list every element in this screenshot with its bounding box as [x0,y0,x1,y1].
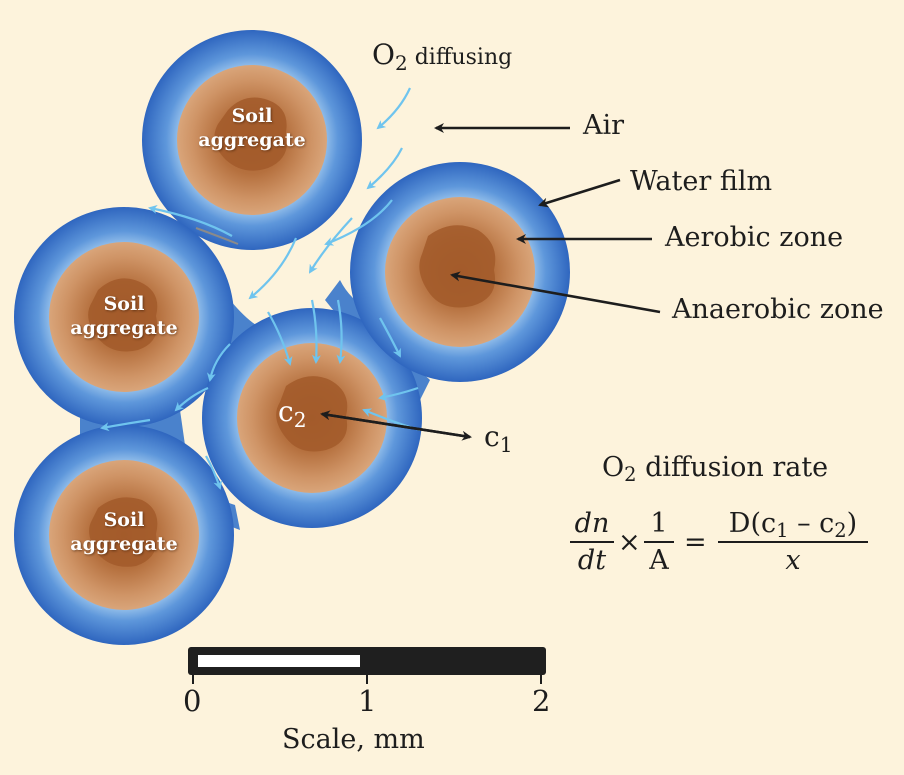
formula-rhs-fraction: D(c1 – c2) x [718,508,868,576]
aggregate-label-bottom: Soil aggregate [44,508,204,556]
scale-bar [188,647,546,675]
formula-times: × [618,527,641,558]
c1-c2-double-arrow [320,410,472,441]
c2-label: c2 [278,395,307,432]
scale-ticks [192,675,542,684]
aggregate-label-middle: Soil aggregate [44,292,204,340]
aggregate-label-line2: aggregate [198,129,306,151]
scale-caption: Scale, mm [282,724,425,755]
scale-tick-1: 1 [358,684,377,718]
anaerobic-zone-label: Anaerobic zone [672,294,884,325]
formula-title: O2 diffusion rate [602,452,829,487]
formula-equals: = [684,527,707,558]
aggregate-label-line2: aggregate [70,317,178,339]
aggregate-label-line1: Soil [103,509,145,531]
aggregate-label-line1: Soil [231,105,273,127]
c1-label: c1 [484,420,513,457]
scale-bar-white-segment [198,655,360,667]
scale-tick-2: 2 [532,684,551,718]
anaerobic-cores [88,97,496,567]
scale-tick-0: 0 [183,684,202,718]
formula-lhs-fraction: dn dt [570,508,614,576]
water-film-label: Water film [630,166,773,197]
aggregate-label-line2: aggregate [70,533,178,555]
o2-diffusing-label: O2 diffusing [372,38,513,75]
air-label: Air [583,110,625,141]
aggregate-label-top: Soil aggregate [172,104,332,152]
grey-flow-line [195,227,239,245]
formula-mid-fraction: 1 A [644,508,674,576]
aggregate-label-line1: Soil [103,293,145,315]
aerobic-zone-label: Aerobic zone [665,222,844,253]
callout-arrows [434,123,661,314]
